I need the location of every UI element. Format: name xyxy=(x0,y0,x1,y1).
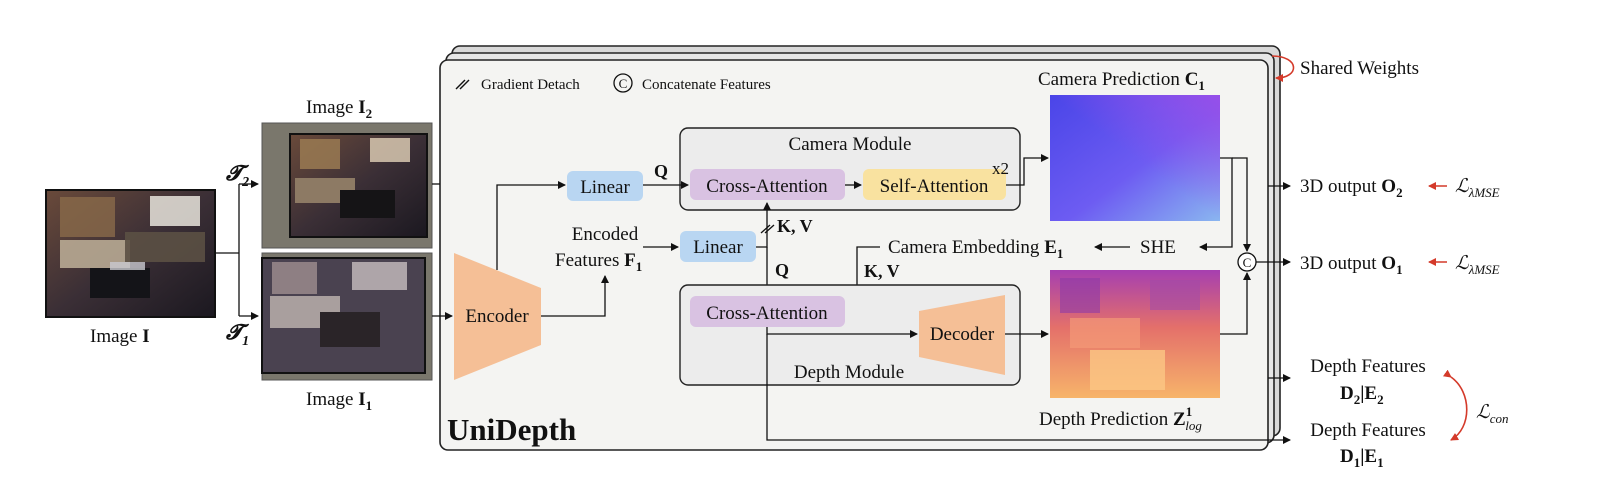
output-arrows xyxy=(766,182,1291,444)
concatenate-node-symbol: C xyxy=(1243,255,1252,270)
encoder-arrows xyxy=(496,181,609,317)
kv-top-label: K, V xyxy=(777,216,813,236)
loss-o2: ℒλMSE xyxy=(1455,176,1500,200)
concatenate-arrows xyxy=(1220,157,1251,335)
depth-cross-attention xyxy=(690,296,845,327)
camera-embedding-label: Camera Embedding E1 xyxy=(888,237,1063,261)
camera-cross-attention xyxy=(690,169,845,200)
image2-thumbnail xyxy=(261,122,433,249)
q-mid-label: Q xyxy=(775,260,789,280)
linear-block-top xyxy=(567,171,643,201)
input-image xyxy=(45,189,216,318)
encoder-block xyxy=(454,253,541,380)
she-label: SHE xyxy=(1140,237,1176,258)
gradient-detach-mark xyxy=(760,224,775,234)
depth-features-2-label: Depth Features xyxy=(1310,356,1426,377)
output-o1-label: 3D output O1 xyxy=(1300,253,1403,277)
depth-prediction-image xyxy=(1050,270,1220,398)
linear-mid-label: Linear xyxy=(693,237,743,258)
image1-thumbnail xyxy=(261,252,433,381)
augmentation-t1: 𝓣1 xyxy=(225,320,250,349)
q-top-label: Q xyxy=(654,161,668,181)
encoded-features-line1: Encoded xyxy=(572,224,639,245)
linear-top-label: Linear xyxy=(580,177,630,198)
augmentation-arrows xyxy=(215,180,259,320)
shared-weights-label: Shared Weights xyxy=(1300,58,1419,79)
legend-concatenate-symbol: C xyxy=(619,76,628,91)
encoder-label: Encoder xyxy=(465,306,529,327)
legend-gradient-detach: Gradient Detach xyxy=(481,77,580,93)
output-o2-label: 3D output O2 xyxy=(1300,176,1403,200)
augmentation-t2: 𝓣2 xyxy=(225,161,250,190)
decoder-block xyxy=(919,295,1005,375)
self-attention-to-camera-arrow xyxy=(1006,154,1049,186)
input-image-label: Image I xyxy=(90,326,150,347)
camera-to-she-arrow xyxy=(1199,157,1233,251)
kv-mid-label: K, V xyxy=(864,261,900,281)
encoded-features-line2: Features F1 xyxy=(555,250,642,274)
camera-cross-attention-label: Cross-Attention xyxy=(706,176,828,197)
loss-o1: ℒλMSE xyxy=(1455,253,1500,277)
camera-prediction-image xyxy=(1050,95,1220,221)
depth-cross-attention-label: Cross-Attention xyxy=(706,303,828,324)
depth-module-title: Depth Module xyxy=(794,362,904,383)
image1-label: Image I1 xyxy=(306,389,372,413)
legend-concatenate: Concatenate Features xyxy=(642,77,771,93)
gradient-detach-icon xyxy=(455,79,470,90)
camera-module-title: Camera Module xyxy=(789,134,912,155)
unidepth-title: UniDepth xyxy=(447,412,576,447)
depth-features-1-vars: D1|E1 xyxy=(1340,446,1384,470)
camera-repeat-label: x2 xyxy=(992,159,1009,178)
concatenate-icon xyxy=(613,73,633,93)
shared-weights-arrow xyxy=(1271,55,1295,82)
decoder-label: Decoder xyxy=(930,324,995,345)
camera-self-attention-label: Self-Attention xyxy=(880,176,989,197)
depth-features-1-label: Depth Features xyxy=(1310,420,1426,441)
loss-con: ℒcon xyxy=(1476,402,1508,426)
camera-self-attention xyxy=(863,169,1006,200)
depth-features-2-vars: D2|E2 xyxy=(1340,383,1384,407)
camera-prediction-label: Camera Prediction C1 xyxy=(1038,69,1205,93)
consistency-loss-arrow xyxy=(1442,369,1468,441)
legend: Gradient Detach C Concatenate Features xyxy=(455,73,771,93)
image2-label: Image I2 xyxy=(306,97,372,121)
linear-block-mid xyxy=(680,231,756,262)
